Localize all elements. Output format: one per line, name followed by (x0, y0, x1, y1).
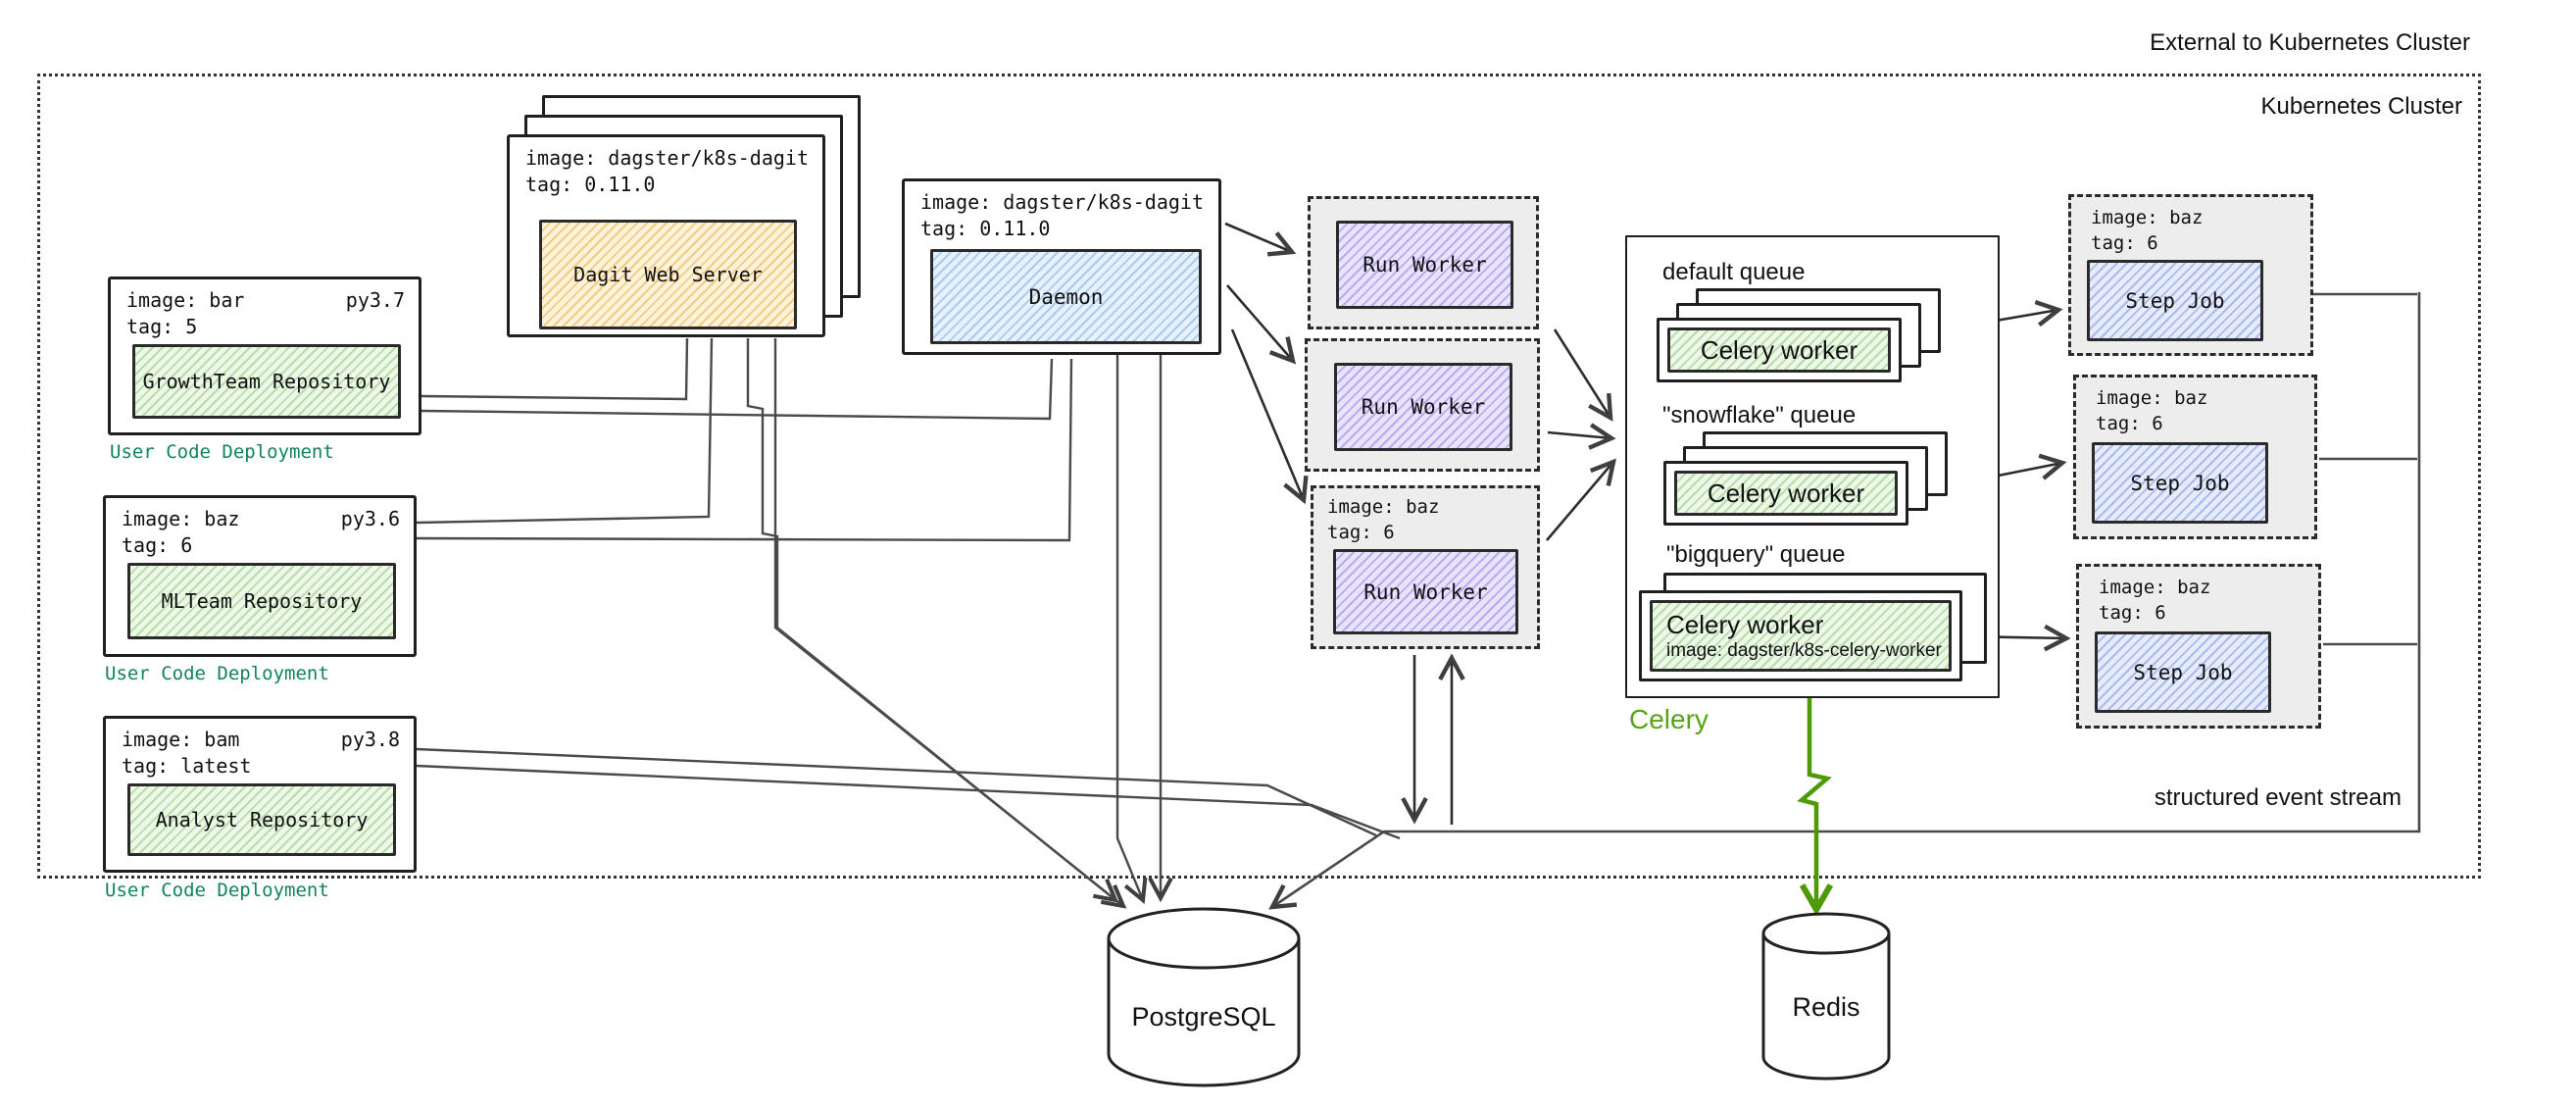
tag-line: tag: 6 (2091, 232, 2158, 254)
user-code-deployment-1: image: bar py3.7 tag: 5 GrowthTeam Repos… (108, 277, 421, 435)
step-job-3: image: baz tag: 6 Step Job (2076, 564, 2321, 729)
database-connectors (746, 338, 1173, 909)
user-code-deployment-caption: User Code Deployment (105, 880, 329, 901)
celery-worker-box: Celery worker (1674, 471, 1898, 516)
run-worker-box: Run Worker (1333, 549, 1518, 634)
tag-line: tag: 6 (2099, 602, 2166, 624)
external-cluster-label: External to Kubernetes Cluster (2150, 29, 2470, 56)
run-worker-box: Run Worker (1336, 221, 1513, 309)
celery-worker-image: image: dagster/k8s-celery-worker (1666, 640, 1942, 661)
daemon-box: Daemon (930, 249, 1202, 344)
tag-line: tag: 0.11.0 (920, 217, 1051, 240)
queue-label: default queue (1662, 259, 1806, 285)
celery-worker-3: Celery worker image: dagster/k8s-celery-… (1639, 590, 1962, 681)
repository-box: MLTeam Repository (127, 563, 396, 639)
image-line: image: bar (126, 288, 245, 312)
python-version: py3.8 (340, 728, 400, 751)
tag-line: tag: latest (122, 754, 252, 778)
tag-line: tag: 6 (122, 533, 193, 557)
image-line: image: baz (122, 507, 240, 530)
user-code-connectors (416, 337, 1401, 840)
redis-label: Redis (1792, 992, 1860, 1022)
tag-line: tag: 5 (126, 315, 198, 338)
celery-worker-1: Celery worker (1657, 318, 1902, 382)
step-job-2: image: baz tag: 6 Step Job (2073, 375, 2317, 539)
celery-caption: Celery (1629, 704, 1709, 734)
step-job-box: Step Job (2092, 442, 2268, 524)
celery-worker-title: Celery worker (1666, 610, 1824, 639)
image-line: image: bam (122, 728, 240, 751)
daemon: image: dagster/k8s-dagit tag: 0.11.0 Dae… (902, 178, 1221, 355)
image-line: image: baz (1327, 496, 1440, 518)
repository-box: Analyst Repository (127, 783, 396, 856)
image-line: image: dagster/k8s-dagit (525, 146, 809, 170)
celery-redis-arrow (1797, 686, 1827, 908)
dagit-web-server: image: dagster/k8s-dagit tag: 0.11.0 Dag… (507, 134, 825, 337)
celery-worker-2: Celery worker (1663, 461, 1908, 526)
step-job-box: Step Job (2095, 631, 2271, 713)
image-line: image: dagster/k8s-dagit (920, 190, 1204, 214)
runworker-celery-arrows (1546, 328, 1617, 541)
user-code-deployment-2: image: baz py3.6 tag: 6 MLTeam Repositor… (103, 495, 417, 657)
python-version: py3.7 (345, 288, 405, 312)
redis-cylinder (1761, 912, 1891, 1081)
user-code-deployment-caption: User Code Deployment (105, 663, 329, 684)
daemon-runworker-arrows (1224, 222, 1309, 505)
tag-line: tag: 0.11.0 (525, 173, 656, 196)
step-job-1: image: baz tag: 6 Step Job (2068, 194, 2313, 356)
user-code-deployment-3: image: bam py3.8 tag: latest Analyst Rep… (103, 716, 417, 873)
step-job-box: Step Job (2087, 260, 2263, 341)
image-line: image: baz (2096, 387, 2208, 409)
postgres-cylinder (1107, 907, 1301, 1087)
event-stream-line (1268, 292, 2421, 910)
celery-container: default queue Celery worker "snowflake" … (1625, 235, 2000, 698)
user-code-deployment-caption: User Code Deployment (110, 441, 334, 463)
celery-worker-box: Celery worker (1667, 327, 1891, 373)
repository-box: GrowthTeam Repository (132, 344, 401, 419)
postgres-label: PostgreSQL (1131, 1002, 1276, 1032)
tag-line: tag: 6 (2096, 413, 2163, 434)
run-worker-2: Run Worker (1305, 338, 1540, 472)
image-line: image: baz (2099, 577, 2211, 598)
run-worker-3: image: baz tag: 6 Run Worker (1311, 485, 1540, 649)
image-line: image: baz (2091, 207, 2204, 228)
celery-worker-box: Celery worker image: dagster/k8s-celery-… (1650, 600, 1952, 672)
kubernetes-cluster-label: Kubernetes Cluster (2260, 93, 2462, 120)
kubernetes-cluster-boundary (37, 74, 2481, 879)
tag-line: tag: 6 (1327, 522, 1395, 543)
queue-label: "snowflake" queue (1662, 402, 1857, 428)
python-version: py3.6 (340, 507, 400, 530)
run-worker-1: Run Worker (1308, 196, 1539, 329)
queue-label: "bigquery" queue (1666, 541, 1846, 568)
run-worker-box: Run Worker (1334, 363, 1512, 451)
runworker-db-arrows (1401, 653, 1465, 825)
dagit-box: Dagit Web Server (539, 220, 797, 329)
event-stream-label: structured event stream (2154, 784, 2402, 811)
